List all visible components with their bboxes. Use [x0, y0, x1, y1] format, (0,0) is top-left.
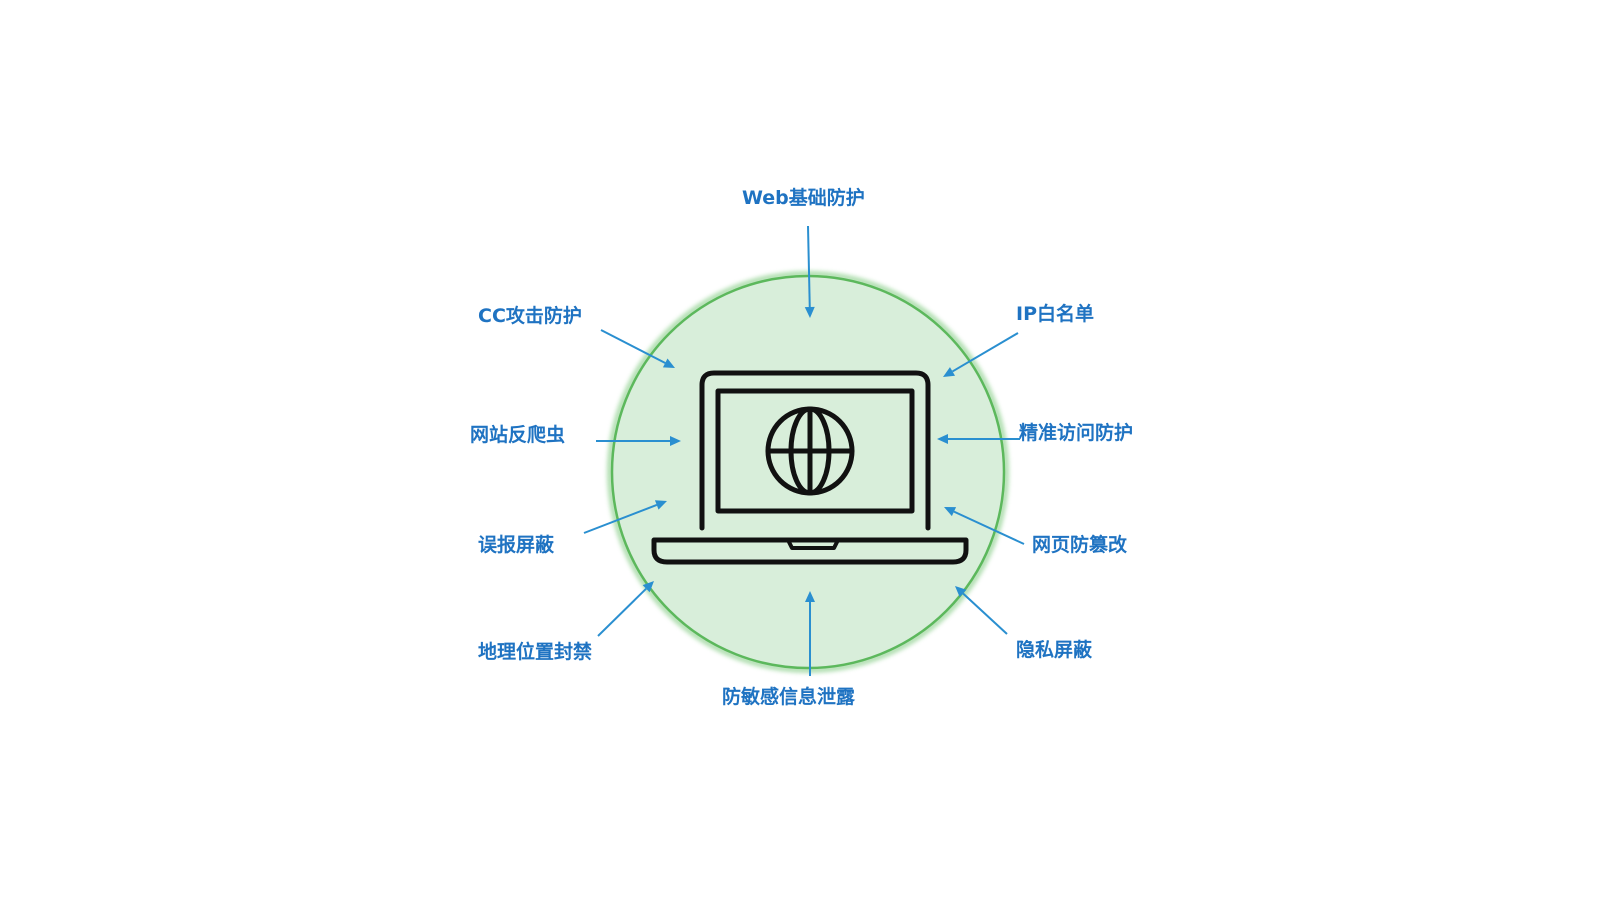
label-false-alarm-masking: 误报屏蔽	[478, 534, 555, 556]
arrow-privacy-mask	[962, 592, 1008, 635]
arrow-head-geo-block	[642, 581, 654, 593]
arrow-head-false-alarm	[654, 500, 667, 510]
label-web-basic-protection: Web基础防护	[742, 187, 865, 209]
laptop-globe-icon	[651, 370, 969, 565]
center-circle-glow	[607, 271, 1009, 673]
arrow-anti-tamper	[953, 510, 1025, 545]
arrow-geo-block	[597, 587, 647, 637]
label-anti-sensitive-info-leak: 防敏感信息泄露	[722, 686, 856, 708]
arrow-head-cc-attack	[662, 358, 675, 368]
arrow-head-ip-whitelist	[943, 367, 956, 377]
arrow-head-web-basic	[804, 306, 815, 318]
laptop-base-icon	[651, 537, 969, 565]
arrows-group	[583, 225, 1025, 676]
label-privacy-mask: 隐私屏蔽	[1016, 639, 1093, 661]
label-geo-block: 地理位置封禁	[478, 641, 593, 663]
arrow-cc-attack	[600, 329, 666, 364]
laptop-lid-icon	[699, 370, 931, 531]
arrow-false-alarm	[583, 504, 658, 534]
arrow-web-basic	[807, 225, 811, 308]
arrow-head-anti-tamper	[944, 507, 957, 517]
label-cc-attack-protection: CC攻击防护	[478, 305, 582, 327]
globe-icon	[765, 406, 855, 496]
label-anti-tamper: 网页防篡改	[1032, 534, 1128, 556]
arrow-ip-whitelist	[951, 332, 1019, 373]
laptop-notch-icon	[786, 538, 840, 550]
laptop-screen-icon	[715, 388, 915, 514]
arrow-head-privacy-mask	[955, 586, 967, 598]
arrow-head-precise-access	[937, 434, 948, 444]
arrow-head-anti-leak	[805, 591, 815, 602]
label-anti-crawler: 网站反爬虫	[470, 424, 566, 446]
label-ip-whitelist: IP白名单	[1016, 303, 1094, 325]
label-precise-access-protection: 精准访问防护	[1019, 422, 1134, 444]
arrow-head-anti-crawler	[670, 436, 681, 446]
